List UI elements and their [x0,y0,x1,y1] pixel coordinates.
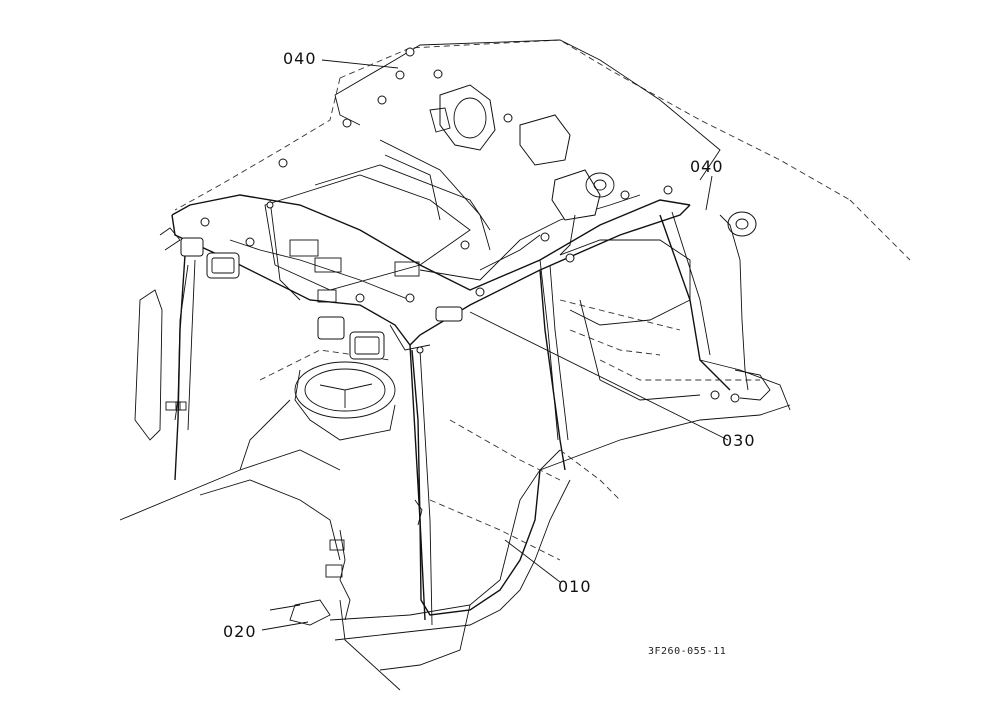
callout-010: 010 [558,577,592,596]
roof-harness-block [229,139,641,303]
rear-wiper-box [519,114,571,166]
drawing-code: 3F260-055-11 [648,646,727,657]
roof-panel [174,39,911,261]
callout-030: 030 [722,431,756,450]
left-door-frame [134,227,181,441]
harness-010 [411,259,559,616]
steering-wheel [294,361,396,441]
front-work-lamps [180,237,463,360]
callout-020: 020 [223,622,257,641]
rear-wiper-motor [551,169,615,256]
roof-connectors [200,47,740,403]
harness-020 [269,529,351,626]
left-pillar-harness [165,264,189,421]
callout-040-right: 040 [690,157,724,176]
wiper-motor [429,84,496,151]
cab-front-frame [171,194,691,351]
seat-area [559,239,791,411]
callout-040-top: 040 [283,49,317,68]
leader-lines [261,59,729,631]
cab-floor [119,299,791,691]
right-rear-lamp [719,211,771,401]
